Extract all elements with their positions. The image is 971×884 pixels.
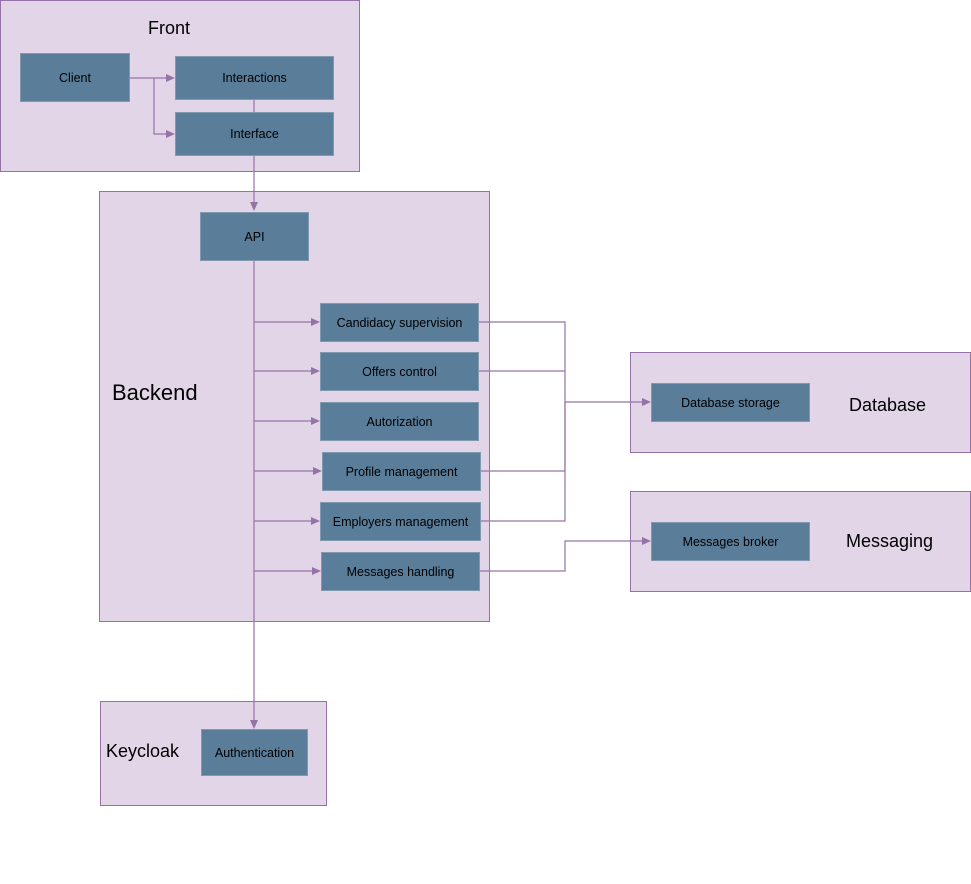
front-group-label: Front xyxy=(148,18,191,38)
messages-handling-node: Messages handling xyxy=(321,552,480,591)
offers-control-node: Offers control xyxy=(320,352,479,391)
database-storage-node: Database storage xyxy=(651,383,810,422)
database-group-label: Database xyxy=(849,395,927,415)
client-node: Client xyxy=(20,53,130,102)
edge-candidacy-db xyxy=(479,321,566,402)
employers-management-node: Employers management xyxy=(320,502,481,541)
keycloak-group-label: Keycloak xyxy=(106,741,180,761)
interactions-node: Interactions xyxy=(175,56,334,100)
api-node: API xyxy=(200,212,309,261)
autorization-node: Autorization xyxy=(320,402,479,441)
edge-messages-broker xyxy=(480,540,643,572)
edge-employers-db xyxy=(481,402,566,522)
interface-node: Interface xyxy=(175,112,334,156)
profile-management-node: Profile management xyxy=(322,452,481,491)
messages-broker-node: Messages broker xyxy=(651,522,810,561)
candidacy-supervision-node: Candidacy supervision xyxy=(320,303,479,342)
messaging-group-label: Messaging xyxy=(846,531,934,551)
edge-profile-db xyxy=(481,402,566,472)
authentication-node: Authentication xyxy=(201,729,308,776)
backend-group-label: Backend xyxy=(112,380,198,405)
